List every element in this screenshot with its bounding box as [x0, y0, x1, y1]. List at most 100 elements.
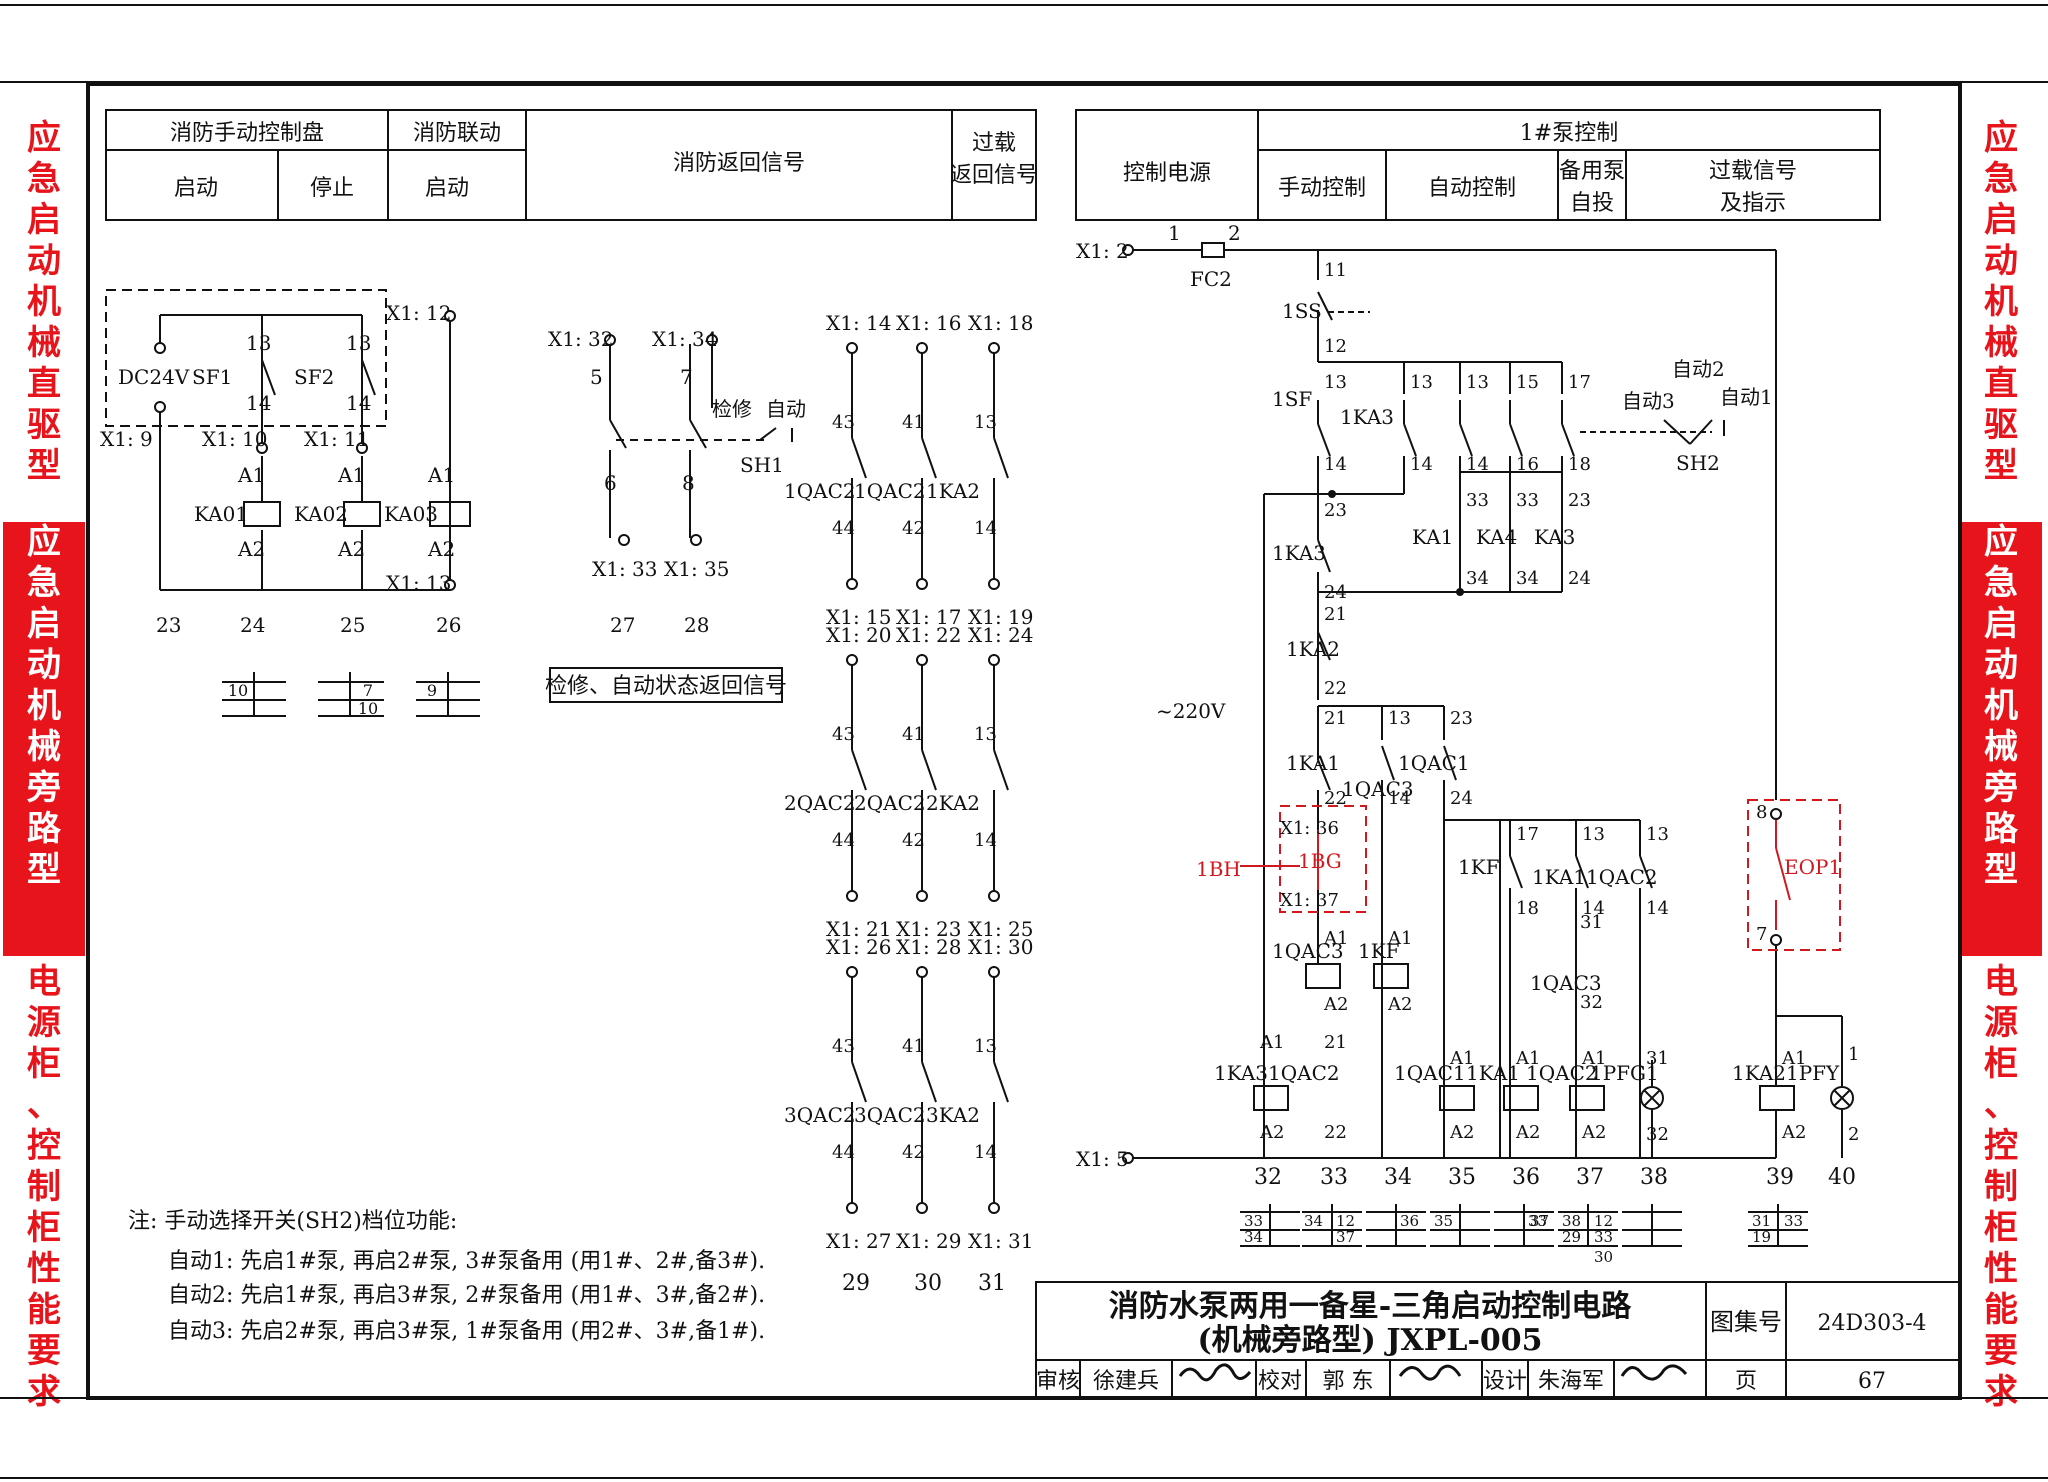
device-label: 1KA1: [1532, 865, 1586, 889]
pin-label: 14: [1324, 454, 1347, 475]
terminal-circle: [706, 334, 718, 346]
pin-label: 14: [1388, 788, 1411, 809]
pin-label: A1: [237, 463, 265, 487]
left-tab-bypass[interactable]: 应急启动机械旁路型: [3, 522, 85, 956]
ref-number: 35: [1434, 1212, 1453, 1230]
terminal-circle: [846, 342, 858, 354]
pin-label: A2: [1781, 1122, 1806, 1143]
pin-label: 12: [1324, 336, 1347, 357]
junction-dot: [1456, 588, 1464, 596]
power-label: DC24V: [118, 365, 190, 389]
pin-label: 13: [1388, 708, 1411, 729]
pin-label: 42: [902, 518, 925, 539]
pin-label: 33: [1516, 490, 1539, 511]
terminal-label: X1: 19: [968, 605, 1034, 629]
pin-label: 15: [1516, 372, 1539, 393]
terminal-circle: [916, 342, 928, 354]
pin-label: 14: [1582, 898, 1605, 919]
contact-label: 3QAC2: [784, 1103, 856, 1127]
device-label: 1KA1: [1466, 1061, 1520, 1085]
manual-panel-circuit: [105, 289, 471, 591]
terminal-circle: [988, 342, 1000, 354]
ref-number: 30: [1594, 1248, 1613, 1266]
pin-label: A1: [1515, 1048, 1540, 1069]
terminal-circle: [916, 1202, 928, 1214]
header-link-start: 启动: [425, 176, 469, 201]
voltage-label: ~220V: [1156, 699, 1226, 723]
atlas-label: 图集号: [1710, 1308, 1782, 1336]
terminal-circle: [988, 1202, 1000, 1214]
contact-blade: [851, 1061, 867, 1103]
pin-label: 13: [1466, 372, 1489, 393]
pin-label: 14: [1410, 454, 1433, 475]
column-number: 34: [1384, 1165, 1412, 1190]
terminal-label: X1: 27: [826, 1229, 892, 1253]
terminal-label: X1: 33: [592, 557, 658, 581]
terminal-label: X1: 32: [548, 327, 614, 351]
pin-label: A1: [337, 463, 365, 487]
pin-label: 44: [832, 1142, 855, 1163]
right-tab-direct[interactable]: 应急启动机械直驱型: [1960, 118, 2042, 518]
device-label: 1QAC3: [1342, 777, 1414, 801]
device-label: 1KA3: [1272, 541, 1326, 565]
header-overload-2: 返回信号: [950, 163, 1038, 188]
terminal-label: X1: 37: [1280, 890, 1339, 911]
checker-name: 郭 东: [1323, 1369, 1374, 1394]
switch-label: SF2: [294, 365, 334, 389]
left-header-table: [105, 109, 1037, 221]
pin-label: 8: [1756, 802, 1767, 823]
ref-number: 19: [1752, 1228, 1771, 1246]
right-tab-bypass[interactable]: 应急启动机械旁路型: [1960, 522, 2042, 956]
terminal-label: X1: 18: [968, 311, 1034, 335]
ref-number: 12: [1336, 1212, 1355, 1230]
terminal-label: X1: 29: [896, 1229, 962, 1253]
terminal-circle: [916, 966, 928, 978]
terminal-label: X1: 22: [896, 623, 962, 647]
pin-label: 7: [1756, 924, 1767, 945]
ref-number: 38: [1562, 1212, 1581, 1230]
contact-blade: [993, 749, 1009, 791]
terminal-label: X1: 30: [968, 935, 1034, 959]
device-label: 1KA2: [1286, 637, 1340, 661]
pin-label: 16: [1516, 454, 1539, 475]
pin-label: 34: [1516, 568, 1539, 589]
pin-label: 43: [832, 724, 855, 745]
ref-number: 34: [1304, 1212, 1323, 1230]
main-circuit-wiring: [1130, 242, 1854, 1159]
device-label: 1KA1: [1286, 751, 1340, 775]
ref-number: 29: [1562, 1228, 1581, 1246]
terminal-label: X1: 12: [386, 301, 452, 325]
pin-label: 23: [1568, 490, 1591, 511]
sh2-label: SH2: [1676, 451, 1720, 475]
ref-number: 12: [1594, 1212, 1613, 1230]
right-tab-requirements[interactable]: 电源柜、控制柜性能要求: [1960, 962, 2042, 1412]
pin-label: 13: [974, 1036, 997, 1057]
pin-label: 31: [1646, 1048, 1669, 1069]
pin-label: 42: [902, 830, 925, 851]
terminal-circle: [846, 578, 858, 590]
header-pump-control: 1#泵控制: [1520, 121, 1618, 146]
drawing-border: [86, 82, 1962, 1400]
sh2-position: 自动2: [1672, 357, 1725, 381]
terminal-circle: [846, 1202, 858, 1214]
left-tab-direct[interactable]: 应急启动机械直驱型: [3, 118, 85, 518]
pin-label: 14: [346, 391, 371, 415]
pin-label: 22: [1324, 1122, 1347, 1143]
tab-text: 应急启动机械直驱型: [27, 118, 61, 486]
pin-label: 13: [1646, 824, 1669, 845]
pin-label: 8: [682, 471, 695, 495]
terminal-circle: [1770, 934, 1782, 946]
pin-label: 17: [1516, 824, 1539, 845]
tab-text: 电源柜、控制柜性能要求: [27, 962, 61, 1412]
contact-label: 2KA2: [926, 791, 980, 815]
ref-number: 10: [358, 699, 378, 718]
header-stop: 停止: [310, 176, 354, 201]
pin-label: 21: [1324, 604, 1347, 625]
terminal-circle: [256, 442, 268, 454]
pin-label: A2: [337, 537, 365, 561]
left-tab-requirements[interactable]: 电源柜、控制柜性能要求: [3, 962, 85, 1412]
pin-label: A2: [1515, 1122, 1540, 1143]
terminal-circle: [356, 442, 368, 454]
pin-label: 24: [1568, 568, 1591, 589]
